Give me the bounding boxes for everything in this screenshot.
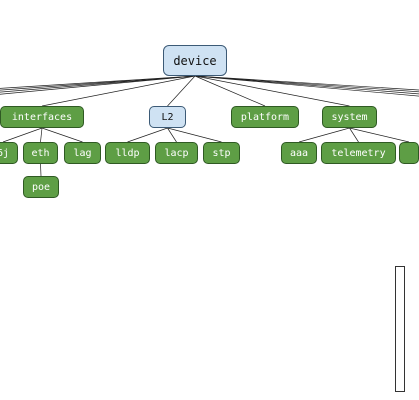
node-device[interactable]: device (163, 45, 227, 76)
node-l2[interactable]: L2 (149, 106, 186, 128)
node-system[interactable]: system (322, 106, 377, 128)
edge-device-interfaces (41, 75, 196, 107)
tree-edges (0, 75, 419, 177)
node-interfaces[interactable]: interfaces (0, 106, 84, 128)
tree-diagram: device interfaces L2 platform system 6j … (0, 45, 419, 392)
node-dot1x-partial[interactable]: 6j (0, 142, 18, 164)
edge-system-aaa (298, 127, 350, 143)
edge-device-l2 (167, 75, 196, 107)
edge-device-system (194, 75, 350, 107)
edge-interfaces-lag (41, 127, 83, 143)
edge-device-offscreen-2 (0, 75, 196, 93)
node-lacp[interactable]: lacp (155, 142, 198, 164)
edge-device-offscreen-4 (0, 75, 196, 89)
edge-device-offscreen-7 (194, 75, 419, 93)
edge-device-offscreen-5 (194, 75, 419, 97)
node-poe[interactable]: poe (23, 176, 59, 198)
edge-l2-lacp (167, 127, 177, 143)
node-lldp[interactable]: lldp (105, 142, 150, 164)
edge-device-offscreen-6 (194, 75, 419, 95)
edge-system-offscreen_right_child (349, 127, 410, 143)
edge-interfaces-dot1x_partial (2, 127, 43, 143)
node-lag[interactable]: lag (64, 142, 101, 164)
edge-system-telemetry (349, 127, 359, 143)
edge-l2-lldp (127, 127, 168, 143)
node-platform[interactable]: platform (231, 106, 299, 128)
edge-l2-stp (167, 127, 222, 143)
edge-eth-poe (40, 163, 42, 177)
edge-device-platform (194, 75, 266, 107)
edge-device-offscreen-3 (0, 75, 196, 91)
edge-interfaces-eth (40, 127, 43, 143)
node-eth[interactable]: eth (23, 142, 58, 164)
edge-device-offscreen-8 (194, 75, 419, 91)
node-aaa[interactable]: aaa (281, 142, 317, 164)
edge-device-offscreen-1 (0, 75, 196, 95)
node-stp[interactable]: stp (203, 142, 240, 164)
node-telemetry[interactable]: telemetry (321, 142, 396, 164)
node-offscreen-right-child[interactable] (399, 142, 419, 164)
side-panel (395, 266, 405, 392)
